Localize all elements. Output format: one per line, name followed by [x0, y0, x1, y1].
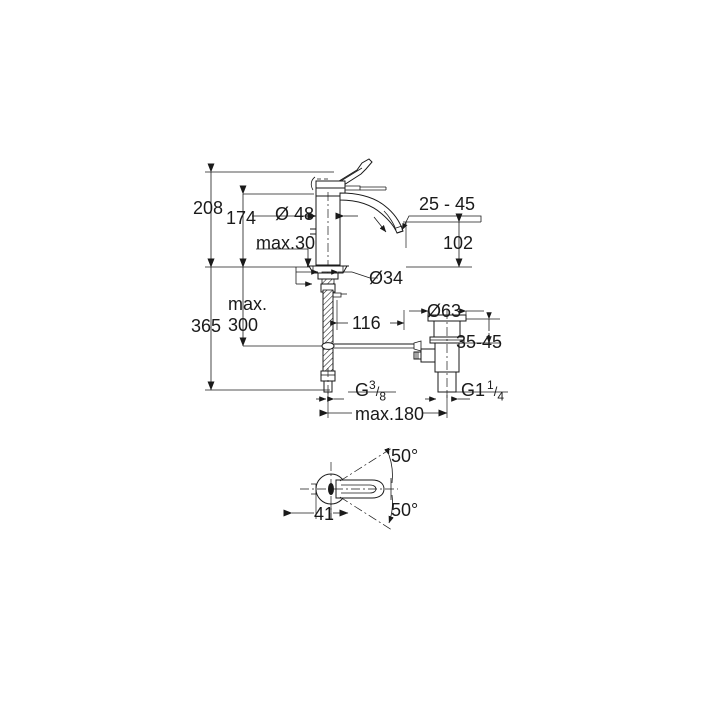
- dim-label-208: 208: [193, 198, 224, 218]
- thread-label-g114-numerator: 1: [487, 378, 494, 392]
- thread-label-g114-prefix: G1: [461, 380, 486, 400]
- faucet-elevation-geometry: [307, 158, 422, 398]
- dim-label-max300-line1: max.: [228, 294, 268, 314]
- thread-label-g38: G3/8: [355, 378, 386, 404]
- dim-label-174: 174: [226, 208, 257, 228]
- thread-label-g38-numerator: 3: [369, 378, 376, 392]
- dim-label-102: 102: [443, 233, 474, 253]
- dim-label-35-45: 35-45: [456, 332, 503, 352]
- fraction-slash-icon-2: /: [493, 384, 498, 399]
- dimension-right-group: [373, 213, 482, 268]
- dim-label-dia48: Ø 48: [275, 204, 315, 224]
- thread-label-g114-denominator: 4: [497, 389, 505, 404]
- body-side-lug: [310, 228, 317, 235]
- dim-label-angle-upper: 50°: [391, 446, 419, 466]
- plan-view-geometry: [283, 447, 398, 531]
- fraction-slash-icon: /: [375, 384, 380, 399]
- spout: [339, 192, 404, 234]
- dim-label-116: 116: [352, 313, 381, 333]
- dimension-dia48: [252, 200, 358, 222]
- dim-label-max30: max.30: [256, 233, 316, 253]
- dim-label-max300-line2: 300: [228, 315, 259, 335]
- dimension-dia34: [295, 267, 378, 287]
- popup-lift-rod: [321, 340, 422, 352]
- dimension-max30: [256, 248, 312, 268]
- dim-label-dia34: Ø34: [369, 268, 404, 288]
- dim-label-max300: max. 300: [228, 294, 267, 336]
- thread-label-g38-prefix: G: [355, 380, 370, 400]
- dim-label-max180: max.180: [355, 404, 425, 424]
- dimension-116: [330, 300, 405, 330]
- dim-label-365: 365: [191, 316, 222, 336]
- dim-label-25-45: 25 - 45: [419, 194, 476, 214]
- mounting-shank: [317, 271, 339, 293]
- thread-label-g38-denominator: 8: [379, 389, 387, 404]
- flexible-supply-hose: [322, 289, 347, 372]
- handle-hub: [310, 176, 387, 197]
- dim-label-41: 41: [314, 504, 335, 524]
- faucet-body-cylinder: [315, 192, 341, 272]
- dim-label-angle-lower: 50°: [391, 500, 419, 520]
- dimension-max180: [316, 392, 470, 418]
- dimension-35-45: [464, 312, 500, 344]
- dim-label-dia63: Ø63: [427, 301, 462, 321]
- dimension-dia63: [409, 308, 484, 317]
- dimension-lines-left: [205, 163, 334, 391]
- popup-waste-assembly: [413, 310, 467, 398]
